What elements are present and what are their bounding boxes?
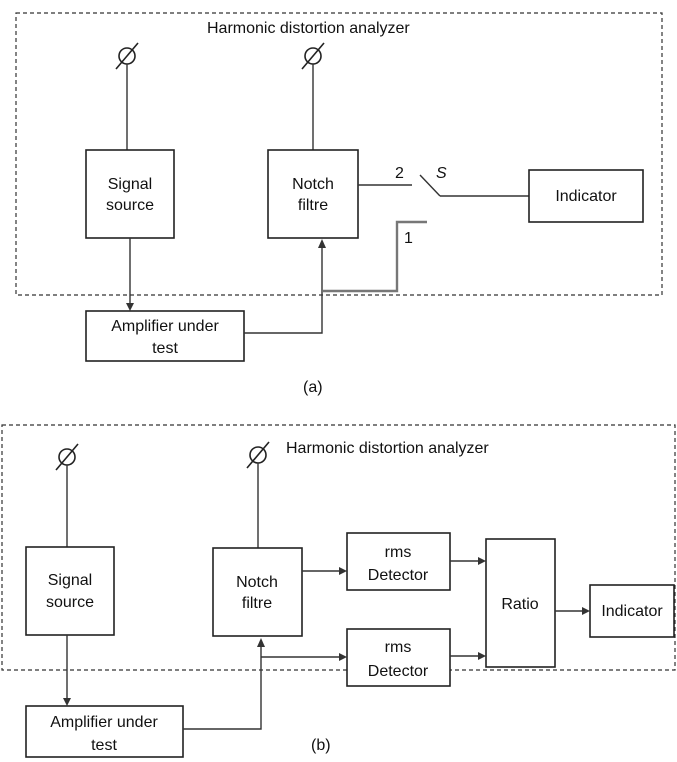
notch-filtre-label-b2: filtre (242, 595, 272, 612)
analyzer-boundary-b (1, 424, 676, 671)
notch-filtre-block-b (212, 547, 303, 637)
analyzer-title-a: Harmonic distortion analyzer (207, 20, 410, 37)
signal-source-label-a1: Signal (108, 176, 152, 193)
signal-source-label-a2: source (106, 197, 154, 214)
indicator-label-a: Indicator (555, 188, 617, 205)
switch-pos-1-label: 1 (404, 230, 413, 247)
caption-b: (b) (311, 737, 331, 754)
rms-top-to-ratio-arrow (478, 557, 486, 565)
analyzer-boundary-a (15, 12, 663, 296)
ratio-to-indicator-arrow (582, 607, 590, 615)
amplifier-label-b1: Amplifier under (50, 714, 158, 731)
amp-to-rms-bottom-arrow (339, 653, 347, 661)
amp-to-notch-arrow-b (257, 638, 265, 647)
ratio-block (485, 538, 556, 668)
rms-detector-bottom-block (346, 628, 451, 687)
indicator-label-b: Indicator (601, 603, 663, 620)
diagram-a: Harmonic distortion analyzer Signal sour… (15, 12, 663, 396)
amplifier-label-a1: Amplifier under (111, 318, 219, 335)
switch-pos-2-label: 2 (395, 165, 404, 182)
notch-filtre-label-a2: filtre (298, 197, 328, 214)
amp-to-notch-arrow-a (318, 239, 326, 248)
rms-detector-bottom-label2: Detector (368, 663, 429, 680)
diagram-b: Harmonic distortion analyzer Signal sour… (1, 424, 676, 758)
indicator-block-b (589, 584, 675, 638)
notch-to-rms-top-arrow (339, 567, 347, 575)
rms-detector-top-label2: Detector (368, 567, 429, 584)
notch-filtre-label-a1: Notch (292, 176, 334, 193)
amp-to-notch-line-b (183, 645, 262, 730)
amplifier-block-b (25, 705, 184, 758)
analyzer-title-b: Harmonic distortion analyzer (286, 440, 489, 457)
signal-source-block-a (85, 149, 175, 239)
amp-to-notch-line-a (244, 246, 323, 334)
source-to-amp-arrow-a (126, 303, 134, 311)
notch-filtre-block-a (267, 149, 359, 239)
switch-label: S (436, 165, 447, 182)
rms-detector-top-block (346, 532, 451, 591)
rms-detector-top-label1: rms (385, 544, 412, 561)
switch-pos-1-path (323, 220, 427, 293)
amplifier-label-a2: test (152, 340, 178, 357)
switch-blade (419, 174, 441, 197)
signal-source-label-b1: Signal (48, 572, 92, 589)
amplifier-label-b2: test (91, 737, 117, 754)
notch-filtre-label-b1: Notch (236, 574, 278, 591)
indicator-block-a (528, 169, 644, 223)
rms-bottom-to-ratio-arrow (478, 652, 486, 660)
source-to-amp-arrow-b (63, 698, 71, 706)
rms-detector-bottom-label1: rms (385, 639, 412, 656)
amplifier-block-a (85, 310, 245, 362)
ratio-label: Ratio (501, 596, 538, 613)
signal-source-label-b2: source (46, 594, 94, 611)
signal-source-block-b (25, 546, 115, 636)
caption-a: (a) (303, 379, 323, 396)
